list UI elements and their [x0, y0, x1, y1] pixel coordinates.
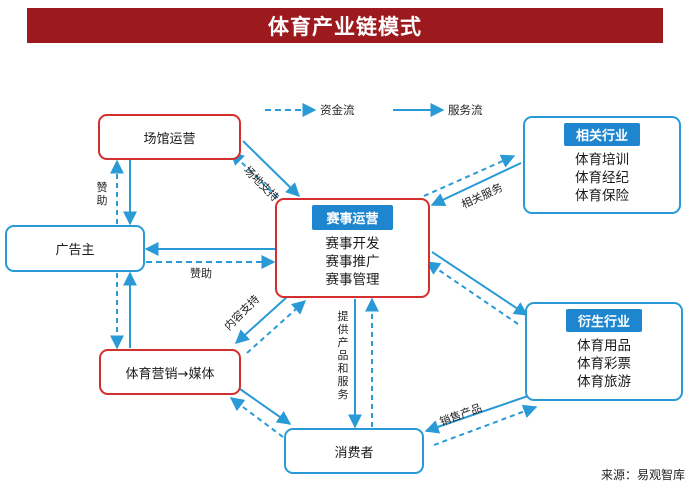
derivative-industry-item: 体育旅游	[577, 374, 631, 390]
arrow-marketing-to-event	[246, 300, 307, 354]
node-sports-marketing: 体育营销→媒体	[99, 349, 241, 395]
arrow-consumer-to-derivative	[433, 404, 538, 446]
legend-capital-flow-label: 资金流	[320, 103, 355, 117]
arrow-event-to-related	[423, 154, 516, 197]
event-ops-item: 赛事推广	[325, 254, 380, 270]
related-industry-item: 体育培训	[575, 152, 629, 168]
node-consumer: 消费者	[284, 428, 424, 474]
arrow-related-to-event	[430, 162, 522, 206]
node-related-industry: 相关行业 体育培训 体育经纪 体育保险	[523, 116, 681, 214]
derivative-industry-title: 衍生行业	[565, 309, 642, 332]
arrow-consumer-to-marketing	[229, 397, 284, 438]
label-sponsor-horizontal: 赞助	[190, 267, 212, 280]
arrow-event-to-venue	[230, 151, 285, 205]
arrow-derivative-to-consumer	[424, 395, 529, 434]
arrow-marketing-to-consumer	[239, 388, 292, 425]
node-derivative-industry: 衍生行业 体育用品 体育彩票 体育旅游	[525, 302, 683, 401]
node-venue-ops-label: 场馆运营	[143, 131, 196, 147]
derivative-industry-item: 体育彩票	[577, 356, 631, 372]
related-industry-title: 相关行业	[563, 123, 640, 146]
node-advertiser-label: 广告主	[55, 243, 95, 258]
node-venue-ops: 场馆运营	[98, 114, 241, 160]
node-consumer-label: 消费者	[334, 445, 374, 461]
arrow-event-to-derivative	[431, 251, 529, 316]
arrow-venue-to-event	[242, 140, 300, 197]
event-ops-item: 赛事开发	[325, 236, 380, 252]
related-industry-item: 体育保险	[575, 188, 629, 204]
related-industry-item: 体育经纪	[575, 170, 629, 186]
label-provide-products: 提供产品和服务	[337, 310, 349, 401]
legend-service-flow-label: 服务流	[448, 103, 483, 117]
label-sponsor-vertical: 赞助	[96, 181, 108, 207]
event-ops-item: 赛事管理	[325, 272, 380, 288]
event-ops-title: 赛事运营	[312, 205, 393, 230]
arrow-derivative-to-event	[425, 261, 519, 325]
node-sports-marketing-label: 体育营销→媒体	[125, 366, 215, 382]
source-note: 来源：易观智库	[600, 468, 685, 482]
node-event-ops: 赛事运营 赛事开发 赛事推广 赛事管理	[275, 198, 430, 298]
derivative-industry-item: 体育用品	[577, 338, 631, 354]
page-title: 体育产业链模式	[27, 8, 663, 43]
node-advertiser: 广告主	[5, 225, 145, 272]
